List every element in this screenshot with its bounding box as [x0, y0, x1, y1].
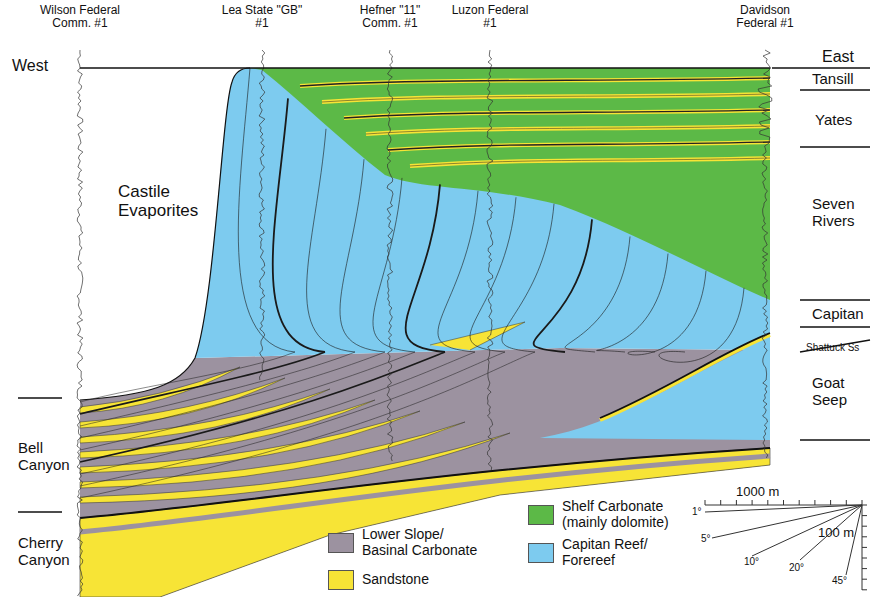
scale-tick — [783, 500, 784, 505]
well-log — [259, 50, 265, 380]
clinoform-line — [373, 178, 415, 352]
scale-tick — [799, 500, 800, 505]
clinoform-toe — [80, 352, 325, 414]
sandstone-bed — [388, 142, 770, 150]
formation-name: Yates — [815, 112, 852, 129]
well-log — [77, 50, 83, 596]
well-log — [487, 50, 493, 470]
clinoform-line — [406, 184, 445, 352]
bedding-line — [410, 158, 770, 166]
scale-tick — [846, 500, 847, 505]
well-log — [758, 50, 772, 458]
legend-text: Lower Slope/ Basinal Carbonate — [362, 527, 492, 558]
formation-name: Castile Evaporites — [118, 182, 214, 220]
scale-label: 100 m — [818, 526, 854, 541]
formation-name: Bell Canyon — [18, 440, 76, 474]
legend-swatch — [528, 505, 554, 525]
well-name: Wilson Federal Comm. #1 — [35, 4, 125, 31]
sandstone-bed — [344, 110, 770, 118]
direction-label: West — [12, 57, 48, 75]
clinoform-line — [273, 98, 325, 352]
clinoform-line — [470, 197, 516, 352]
angle-label: 45° — [832, 575, 847, 586]
bedding-line — [388, 142, 770, 150]
formation-name: Goat Seep — [812, 375, 868, 409]
formation-name: Capitan — [812, 306, 864, 323]
legend-text: Shelf Carbonate (mainly dolomite) — [562, 499, 697, 530]
formation-name: Shattuck Ss — [806, 342, 859, 353]
scale-tick — [736, 500, 737, 505]
bedding-line — [344, 110, 770, 118]
clinoform-line — [502, 204, 554, 352]
direction-label: East — [822, 48, 854, 66]
scale-tick — [862, 536, 867, 537]
sandstone-bed — [410, 158, 770, 166]
angle-label: 10° — [744, 556, 759, 567]
sandstone-bed — [300, 78, 770, 86]
scale-tick — [814, 500, 815, 505]
well-name: Luzon Federal #1 — [446, 4, 534, 31]
sandstone-tongue — [80, 433, 510, 503]
sandstone-tongue — [80, 400, 375, 458]
scale-tick — [862, 500, 863, 505]
scale-tick — [830, 500, 831, 505]
scale-tick — [862, 568, 867, 569]
sandstone-tongue — [80, 389, 330, 443]
scale-tick — [862, 526, 867, 527]
legend-text: Sandstone — [362, 572, 429, 588]
angle-label: 1° — [692, 506, 702, 517]
formation-name: Tansill — [812, 71, 854, 88]
scale-tick — [720, 500, 721, 505]
legend-swatch — [328, 570, 354, 590]
legend-swatch — [328, 533, 354, 553]
legend-text: Capitan Reef/ Forereef — [562, 537, 672, 568]
bedding-line — [300, 78, 770, 86]
clinoform-toe — [80, 352, 295, 402]
scale-tick — [767, 500, 768, 505]
scale-tick — [752, 500, 753, 505]
sandstone-tongue — [80, 378, 285, 428]
scale-tick — [705, 500, 706, 505]
clinoform-line — [307, 129, 355, 352]
sandstone-bed — [366, 126, 770, 134]
scale-tick — [862, 505, 867, 506]
sandstone-tongue — [80, 367, 240, 413]
bedding-line — [366, 126, 770, 134]
well-name: Hefner "11" Comm. #1 — [343, 4, 437, 31]
legend-swatch — [528, 543, 554, 563]
clinoform-line — [534, 219, 592, 352]
clinoform-line — [597, 254, 668, 352]
scale-tick — [862, 515, 867, 516]
clinoform-toe — [80, 352, 505, 486]
clinoform-line — [340, 159, 385, 352]
scale-tick — [862, 579, 867, 580]
sandstone-tongue — [80, 422, 465, 488]
scale-tick — [862, 547, 867, 548]
formation-name: Seven Rivers — [812, 196, 874, 230]
angle-label: 5° — [701, 533, 711, 544]
scale-tick — [862, 589, 867, 590]
clinoform-toe — [80, 352, 415, 450]
well-log — [387, 50, 393, 461]
scale-tick — [862, 558, 867, 559]
clinoform-line — [659, 288, 744, 362]
well-name: Lea State "GB" #1 — [217, 4, 307, 31]
clinoform-line — [565, 237, 630, 353]
well-name: Davidson Federal #1 — [718, 4, 812, 31]
clinoform-toe — [80, 352, 475, 474]
formation-name: Cherry Canyon — [18, 535, 80, 569]
clinoform-toe — [80, 352, 535, 498]
scale-label: 1000 m — [736, 485, 779, 500]
clinoform-line — [628, 271, 706, 355]
angle-label: 20° — [789, 562, 804, 573]
clinoform-toe — [80, 352, 355, 426]
